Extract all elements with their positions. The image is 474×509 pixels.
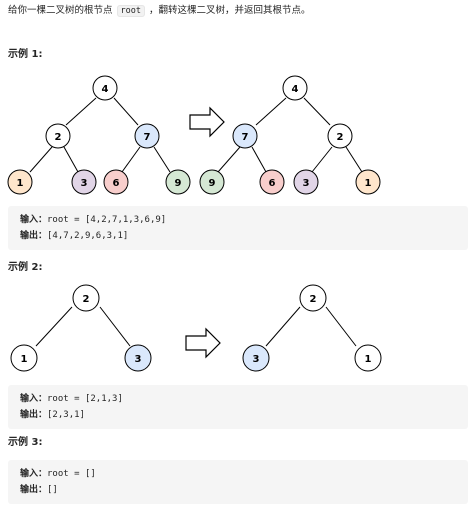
- tree-node-4: 4: [282, 75, 308, 101]
- node-circle: [242, 344, 270, 372]
- node-value: 1: [21, 354, 28, 365]
- node-value: 2: [83, 294, 90, 305]
- tree-node-7: 7: [134, 123, 160, 149]
- node-value: 2: [337, 132, 344, 143]
- example-2-input: 输入：root = [2,1,3]: [20, 391, 468, 407]
- node-value: 1: [365, 354, 372, 365]
- input-label: 输入：: [20, 469, 48, 479]
- node-circle: [7, 169, 33, 195]
- input-label: 输入：: [20, 394, 48, 404]
- tree-node-3: 3: [242, 344, 270, 372]
- tree-node-6: 6: [103, 169, 129, 195]
- node-value: 3: [303, 178, 310, 189]
- node-circle: [354, 344, 382, 372]
- tree-node-9: 9: [199, 169, 225, 195]
- example-3-code: 输入：root = [] 输出：[]: [8, 460, 468, 504]
- node-value: 3: [81, 178, 88, 189]
- output-label: 输出：: [20, 231, 48, 241]
- description-suffix: ，翻转这棵二叉树，并返回其根节点。: [149, 5, 311, 16]
- tree-node-4: 4: [92, 75, 118, 101]
- node-circle: [259, 169, 285, 195]
- node-value: 4: [292, 84, 299, 95]
- tree-node-2: 2: [45, 123, 71, 149]
- description-prefix: 给你一棵二叉树的根节点: [8, 5, 113, 16]
- node-value: 3: [135, 354, 142, 365]
- tree-node-1: 1: [7, 169, 33, 195]
- node-circle: [71, 169, 97, 195]
- output-value: [4,7,2,9,6,3,1]: [47, 231, 129, 241]
- example-1-diagram: 4 2 7 1 3 6 9 4 7 2 9 6 3 1: [7, 75, 381, 195]
- node-circle: [124, 344, 152, 372]
- node-value: 4: [102, 84, 109, 95]
- example-3-input: 输入：root = []: [20, 466, 468, 482]
- tree-node-9: 9: [165, 169, 191, 195]
- example-1-code: 输入：root = [4,2,7,1,3,6,9] 输出：[4,7,2,9,6,…: [8, 206, 468, 250]
- node-circle: [10, 344, 38, 372]
- node-value: 6: [269, 178, 276, 189]
- example-1-title: 示例 1:: [8, 49, 43, 60]
- node-value: 2: [310, 294, 317, 305]
- output-value: [2,3,1]: [47, 410, 85, 420]
- node-circle: [355, 169, 381, 195]
- node-circle: [134, 123, 160, 149]
- node-circle: [165, 169, 191, 195]
- tree-node-2: 2: [327, 123, 353, 149]
- tree-node-3: 3: [293, 169, 319, 195]
- input-value: root = []: [47, 469, 96, 479]
- input-value: root = [2,1,3]: [47, 394, 123, 404]
- node-value: 3: [253, 354, 260, 365]
- example-2-title: 示例 2:: [8, 262, 43, 273]
- node-circle: [232, 123, 258, 149]
- node-circle: [293, 169, 319, 195]
- example-1-input: 输入：root = [4,2,7,1,3,6,9]: [20, 212, 468, 228]
- output-label: 输出：: [20, 410, 48, 420]
- output-value: []: [47, 485, 58, 495]
- arrow-icon: [185, 327, 221, 359]
- arrow-icon: [189, 106, 225, 138]
- output-label: 输出：: [20, 485, 48, 495]
- input-value: root = [4,2,7,1,3,6,9]: [47, 215, 167, 225]
- example-1-output: 输出：[4,7,2,9,6,3,1]: [20, 228, 468, 244]
- node-value: 6: [113, 178, 120, 189]
- tree-node-1: 1: [354, 344, 382, 372]
- example-2-diagram: 2 1 3 2 3 1: [10, 284, 382, 372]
- node-circle: [92, 75, 118, 101]
- tree-node-3: 3: [124, 344, 152, 372]
- node-circle: [327, 123, 353, 149]
- tree-node-7: 7: [232, 123, 258, 149]
- example-3-output: 输出：[]: [20, 482, 468, 498]
- node-value: 7: [144, 132, 151, 143]
- tree-node-2: 2: [72, 284, 100, 312]
- node-value: 2: [55, 132, 62, 143]
- node-circle: [299, 284, 327, 312]
- tree-node-2: 2: [299, 284, 327, 312]
- example-2-output: 输出：[2,3,1]: [20, 407, 468, 423]
- input-label: 输入：: [20, 215, 48, 225]
- node-value: 1: [365, 178, 372, 189]
- node-value: 9: [209, 178, 216, 189]
- example-2-code: 输入：root = [2,1,3] 输出：[2,3,1]: [8, 385, 468, 429]
- example-3-title: 示例 3:: [8, 437, 43, 448]
- node-value: 9: [175, 178, 182, 189]
- tree-node-1: 1: [355, 169, 381, 195]
- node-circle: [103, 169, 129, 195]
- node-circle: [282, 75, 308, 101]
- node-value: 7: [242, 132, 249, 143]
- node-circle: [199, 169, 225, 195]
- root-code: root: [116, 5, 145, 17]
- node-value: 1: [17, 178, 24, 189]
- node-circle: [45, 123, 71, 149]
- tree-node-3: 3: [71, 169, 97, 195]
- tree-node-1: 1: [10, 344, 38, 372]
- tree-node-6: 6: [259, 169, 285, 195]
- node-circle: [72, 284, 100, 312]
